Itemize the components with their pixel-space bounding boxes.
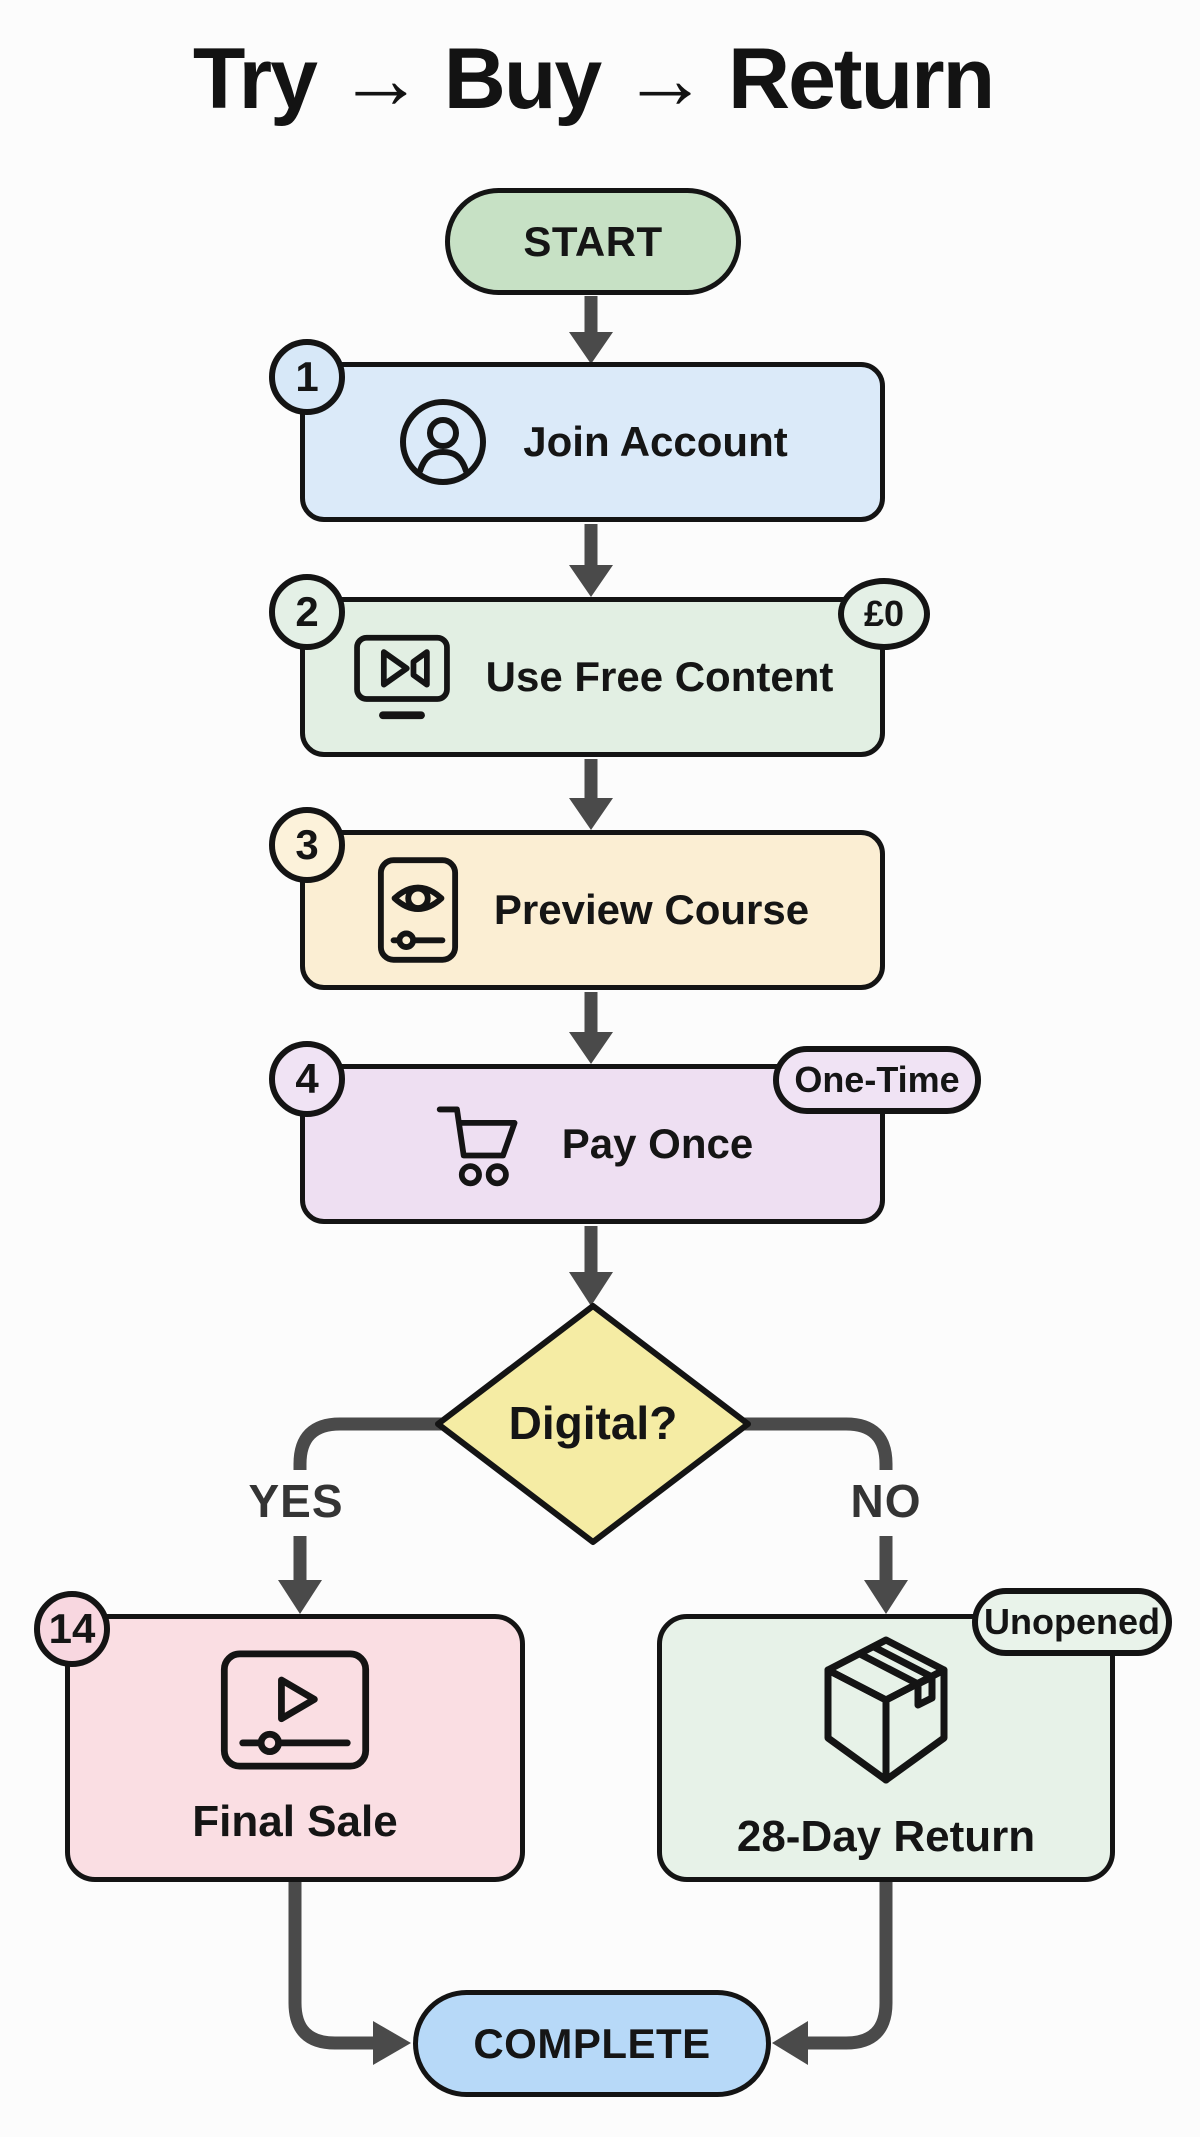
page-title: Try → Buy → Return (192, 31, 995, 127)
arrowhead (569, 1272, 613, 1306)
step-use-free-content: 2 £0 Use Free Content (269, 574, 930, 757)
arrowhead (278, 1580, 322, 1614)
step-pay-once: 4 One-Time Pay Once (269, 1041, 981, 1224)
edge-return-to-complete (808, 1878, 893, 2050)
start-node: START (445, 188, 741, 295)
edge-no-elbow (734, 1417, 893, 1470)
edge-yes-elbow (293, 1417, 452, 1470)
step-number-badge: 3 (269, 807, 345, 883)
decision-label: Digital? (508, 1397, 678, 1449)
video-player-icon (219, 1649, 371, 1771)
step-label: Join Account (523, 418, 788, 465)
decision-diamond (435, 1303, 751, 1545)
outcome-final-sale: 14 Final Sale (34, 1591, 525, 1882)
cart-icon (432, 1096, 528, 1192)
video-screen-icon (352, 633, 452, 721)
start-label: START (523, 217, 663, 265)
branch-label-yes: YES (248, 1475, 344, 1527)
edge-final-to-complete (288, 1878, 373, 2050)
step-preview-course: 3 Preview Course (269, 807, 885, 990)
outcome-28-day-return: Unopened 28-Day Return (657, 1588, 1172, 1882)
zero-cost-tag: £0 (838, 578, 930, 650)
arrowhead (373, 2021, 411, 2065)
step-label: Preview Course (493, 886, 810, 933)
complete-label: COMPLETE (473, 2019, 711, 2067)
eye-preview-icon (376, 855, 460, 965)
outcome-label: Final Sale (192, 1797, 398, 1846)
step-join-account: 1 Join Account (269, 339, 885, 522)
complete-node: COMPLETE (413, 1990, 771, 2097)
unopened-tag: Unopened (972, 1588, 1172, 1656)
arrowhead (569, 798, 613, 830)
step-number-badge: 14 (34, 1591, 110, 1667)
step-number-badge: 4 (269, 1041, 345, 1117)
arrowhead (864, 1580, 908, 1614)
arrowhead (772, 2021, 808, 2065)
arrowhead (569, 565, 613, 597)
step-number-badge: 2 (269, 574, 345, 650)
branch-label-no: NO (850, 1475, 922, 1527)
step-number-badge: 1 (269, 339, 345, 415)
step-label: Use Free Content (485, 653, 834, 700)
arrowhead (569, 332, 613, 364)
user-icon (397, 396, 489, 488)
one-time-tag: One-Time (773, 1046, 981, 1114)
arrowhead (569, 1032, 613, 1064)
step-label: Pay Once (561, 1120, 754, 1167)
package-icon (816, 1634, 956, 1786)
outcome-label: 28-Day Return (736, 1812, 1036, 1861)
